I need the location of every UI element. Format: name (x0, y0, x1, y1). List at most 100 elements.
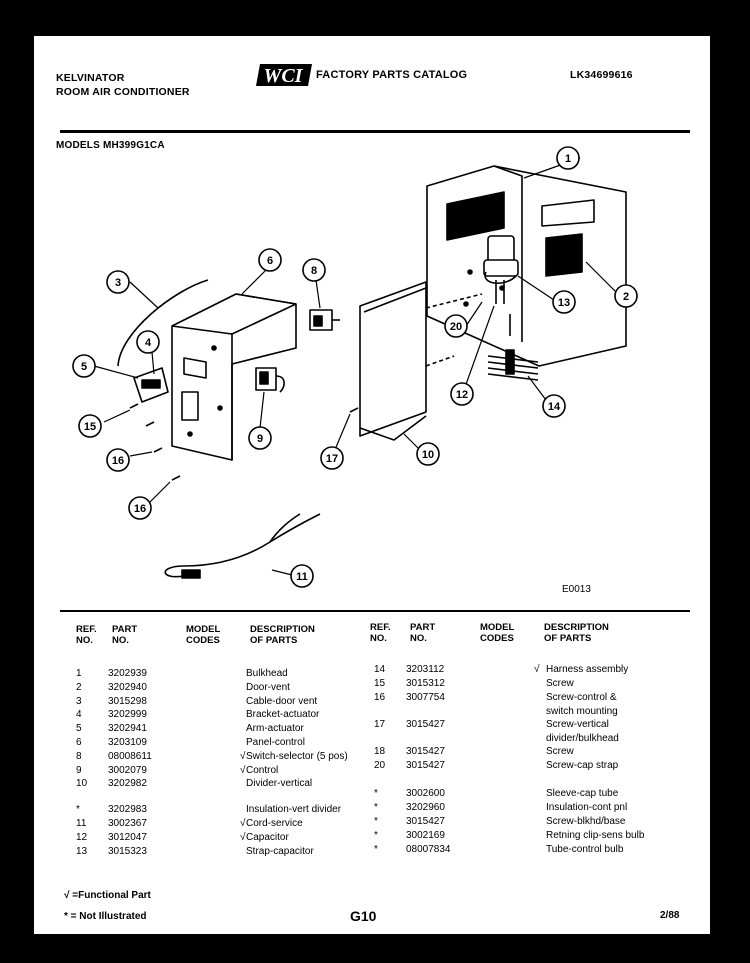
part-number-cell: 3015427 (406, 816, 445, 827)
ref-cell: 2 (76, 681, 82, 693)
models-label: MODELS MH399G1CA (56, 140, 165, 151)
description-cell: Capacitor (246, 831, 289, 843)
callout-2: 2 (623, 291, 629, 303)
table-row: 4 3202999 Bracket-actuator (34, 709, 364, 721)
ref-cell: 5 (76, 723, 82, 735)
part-number-cell: 3015427 (406, 719, 445, 730)
callout-3: 3 (115, 277, 121, 289)
ref-cell: 3 (76, 695, 82, 707)
part-number-cell: 3015323 (108, 845, 147, 857)
description-cell: Switch-selector (5 pos) (246, 750, 348, 762)
table-row: * 3202960 Insulation-cont pnl (34, 802, 710, 828)
actuator-bracket-part (133, 367, 169, 403)
part-number-cell: 3202999 (108, 709, 147, 721)
header-part-no: PART NO. (112, 624, 138, 646)
part-number-cell: 3202983 (108, 804, 147, 816)
callout-8: 8 (311, 265, 317, 277)
description-cell-continued: switch mounting (546, 706, 618, 717)
revision-date: 2/88 (660, 910, 680, 921)
part-number-cell: 3007754 (406, 692, 445, 703)
ref-cell: 1 (76, 668, 82, 679)
ref-cell: 20 (374, 760, 386, 771)
part-number-cell: 3012047 (108, 831, 147, 843)
header-model-codes-right: MODEL CODES (480, 622, 515, 644)
description-cell: Divider-vertical (246, 778, 313, 790)
ref-cell: 17 (374, 719, 386, 730)
description-cell: Bulkhead (246, 668, 288, 679)
header-description-right: DESCRIPTION OF PARTS (544, 622, 609, 644)
functional-mark: √ (240, 818, 246, 829)
header-part-no-right: PART NO. (410, 622, 436, 644)
ref-cell: * (374, 802, 378, 813)
part-number-cell: 3002600 (406, 788, 445, 799)
table-top-rule (60, 610, 690, 612)
parts-sheet: KELVINATOR ROOM AIR CONDITIONER WCI FACT… (34, 36, 710, 934)
description-cell: Cord-service (246, 818, 303, 829)
page-number: G10 (350, 908, 377, 924)
cable-door-vent-part (117, 279, 209, 367)
ref-cell: 14 (374, 664, 386, 675)
table-row: * 3002169 Retning clip-sens bulb (34, 830, 710, 856)
description-cell: Harness assembly (546, 664, 629, 675)
description-cell: Door-vent (246, 681, 290, 693)
description-cell: Bracket-actuator (246, 709, 320, 721)
ref-cell: * (374, 788, 378, 799)
header-rule (60, 130, 690, 133)
vertical-divider-part (359, 281, 483, 441)
callout-6: 6 (267, 255, 273, 267)
header-ref-no-right: REF. NO. (370, 622, 391, 644)
part-number-cell: 3002169 (406, 830, 445, 841)
part-number-cell: 3202941 (108, 723, 147, 735)
part-number-cell: 08007834 (406, 844, 451, 855)
callout-17: 17 (326, 453, 338, 465)
description-cell: Arm-actuator (246, 723, 304, 735)
wci-logo: WCI (256, 62, 314, 88)
ref-cell: 6 (76, 737, 82, 748)
part-number-cell: 3203109 (108, 737, 147, 748)
description-cell: Panel-control (246, 737, 305, 748)
header-model-codes: MODEL CODES (186, 624, 221, 646)
ref-cell: 9 (76, 764, 82, 776)
description-cell: Retning clip-sens bulb (546, 830, 645, 841)
callout-10: 10 (422, 449, 434, 461)
description-cell: Sleeve-cap tube (546, 788, 619, 799)
ref-cell: 8 (76, 750, 82, 762)
ref-cell: * (374, 830, 378, 841)
description-cell: Screw-control & (546, 692, 617, 703)
catalog-title: FACTORY PARTS CATALOG (316, 69, 468, 81)
description-cell: Screw-blkhd/base (546, 816, 626, 827)
ref-cell: 4 (76, 709, 82, 721)
capacitor-part (483, 235, 519, 304)
bulkhead-part (426, 165, 627, 367)
part-number-cell: 3202982 (108, 778, 147, 790)
callout-4: 4 (145, 337, 152, 349)
callout-1: 1 (565, 153, 571, 165)
catalog-number: LK34699616 (570, 69, 633, 81)
description-cell: Control (246, 764, 279, 776)
part-number-cell: 3202960 (406, 802, 445, 813)
screws (129, 403, 359, 481)
description-cell: Insulation-vert divider (246, 804, 342, 816)
functional-mark: √ (240, 764, 246, 776)
product-line: ROOM AIR CONDITIONER (56, 86, 190, 98)
description-cell: Insulation-cont pnl (546, 802, 628, 813)
part-number-cell: 3015427 (406, 746, 445, 757)
description-cell: Strap-capacitor (246, 845, 314, 857)
callout-12: 12 (456, 389, 468, 401)
selector-switch-part (309, 309, 340, 331)
legend-functional: √ =Functional Part (64, 890, 151, 901)
part-number-cell: 3002367 (108, 818, 147, 829)
table-row: * 3015427 Screw-blkhd/base (34, 816, 710, 842)
part-number-cell: 3015298 (108, 695, 147, 707)
